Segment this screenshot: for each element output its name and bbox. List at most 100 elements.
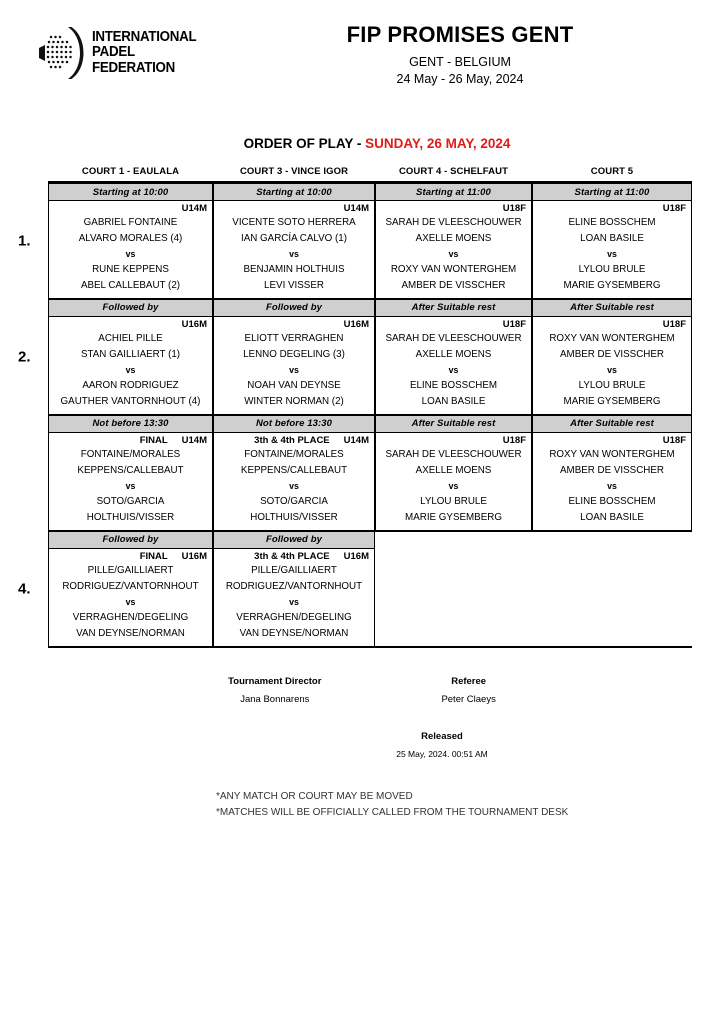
match-category: U16M bbox=[343, 550, 369, 562]
court-header-1: COURT 1 - EAULALA bbox=[81, 166, 180, 177]
team-b-player: LOAN BASILE bbox=[580, 512, 644, 524]
match-time-label: Followed by bbox=[49, 531, 212, 549]
page-header: INTERNATIONAL PADEL FEDERATION FIP PROMI… bbox=[0, 0, 724, 112]
team-a-player: VICENTE SOTO HERRERA bbox=[232, 217, 356, 228]
versus-label: vs bbox=[448, 480, 459, 491]
match-stage: 3th & 4th PLACE bbox=[254, 550, 330, 562]
match-time-label: Followed by bbox=[214, 531, 374, 549]
match-category: U14M bbox=[181, 434, 207, 446]
team-b-player: AMBER DE VISSCHER bbox=[401, 280, 506, 292]
team-b-player: ELINE BOSSCHEM bbox=[568, 496, 656, 508]
team-b-player: LYLOU BRULE bbox=[578, 264, 646, 276]
team-b-player: ABEL CALLEBAUT (2) bbox=[80, 280, 181, 292]
match-category: U14M bbox=[181, 203, 207, 214]
team-a-player: RODRIGUEZ/VANTORNHOUT bbox=[225, 580, 363, 592]
team-b-player: HOLTHUIS/VISSER bbox=[86, 512, 175, 524]
match-time-label: Starting at 11:00 bbox=[533, 184, 691, 201]
team-b-player: ELINE BOSSCHEM bbox=[409, 380, 498, 392]
match-time-label: After Suitable rest bbox=[376, 299, 531, 317]
match-category-line: U18F bbox=[533, 317, 691, 331]
versus-label: vs bbox=[125, 364, 136, 375]
team-b-player: BENJAMIN HOLTHUIS bbox=[243, 264, 345, 276]
footer-notes: *ANY MATCH OR COURT MAY BE MOVED *MATCHE… bbox=[0, 789, 724, 821]
released-label: Released bbox=[421, 731, 463, 742]
versus-label: vs bbox=[448, 364, 459, 375]
logo-line-3: FEDERATION bbox=[92, 59, 175, 76]
team-a-player: KEPPENS/CALLEBAUT bbox=[77, 464, 184, 476]
match-category: U18F bbox=[502, 434, 526, 446]
match-category-line: U18F bbox=[533, 201, 691, 215]
match-stage: FINAL bbox=[139, 434, 168, 446]
match-category: U18F bbox=[662, 434, 686, 446]
team-a-player: PILLE/GAILLIAERT bbox=[251, 564, 337, 576]
team-a-player: LOAN BASILE bbox=[580, 232, 644, 244]
team-a-player: GABRIEL FONTAINE bbox=[83, 217, 178, 228]
team-a-player: SARAH DE VLEESCHOUWER bbox=[385, 217, 522, 228]
released-block: Released 25 May, 2024. 00:51 AM bbox=[0, 731, 724, 759]
officials-row: Tournament Director Jana Bonnarens Refer… bbox=[0, 676, 724, 705]
event-location: GENT - BELGIUM bbox=[409, 55, 511, 69]
team-a-player: AXELLE MOENS bbox=[415, 464, 492, 476]
match-time-label: After Suitable rest bbox=[376, 415, 531, 433]
team-a-player: ALVARO MORALES (4) bbox=[78, 232, 183, 244]
schedule-table: COURT 1 - EAULALA COURT 3 - VINCE IGOR C… bbox=[18, 166, 692, 648]
versus-label: vs bbox=[125, 248, 136, 259]
court-header-3: COURT 4 - SCHELFAUT bbox=[398, 166, 509, 177]
team-a-player: ROXY VAN WONTERGHEM bbox=[549, 332, 675, 344]
match-category: U16M bbox=[343, 318, 369, 330]
match-cell-empty bbox=[532, 532, 692, 646]
match-category-line: U16M bbox=[214, 317, 374, 331]
match-category: U18F bbox=[662, 318, 686, 330]
team-b-player: LYLOU BRULE bbox=[578, 380, 646, 392]
team-b-player: VAN DEYNSE/NORMAN bbox=[76, 628, 185, 640]
versus-label: vs bbox=[607, 480, 617, 491]
team-a-player: AXELLE MOENS bbox=[415, 232, 492, 244]
match-category-line: U16M bbox=[49, 317, 212, 331]
match-category-line: U14M bbox=[214, 201, 374, 215]
team-a-player: STAN GAILLIAERT (1) bbox=[80, 348, 181, 360]
versus-label: vs bbox=[125, 596, 136, 607]
team-b-player: GAUTHER VANTORNHOUT (4) bbox=[60, 396, 201, 408]
tournament-director-label: Tournament Director bbox=[228, 676, 322, 687]
team-a-player: AXELLE MOENS bbox=[415, 348, 492, 360]
order-of-play-date: SUNDAY, 26 MAY, 2024 bbox=[365, 136, 511, 151]
team-b-player: VERRAGHEN/DEGELING bbox=[72, 612, 189, 624]
referee: Referee Peter Claeys bbox=[441, 676, 495, 705]
block-number: 1. bbox=[18, 232, 31, 250]
logo-line-2: PADEL bbox=[92, 44, 135, 61]
match-time-label: After Suitable rest bbox=[533, 415, 691, 433]
match-category-line: U18F bbox=[533, 433, 691, 447]
team-b-player: MARIE GYSEMBERG bbox=[563, 280, 661, 292]
match-stage: 3th & 4th PLACE bbox=[254, 434, 330, 446]
match-category: U18F bbox=[502, 203, 526, 214]
court-header-4: COURT 5 bbox=[590, 166, 634, 177]
team-a-player: SARAH DE VLEESCHOUWER bbox=[385, 332, 522, 344]
tournament-director: Tournament Director Jana Bonnarens bbox=[228, 676, 321, 705]
team-a-player: ELINE BOSSCHEM bbox=[568, 217, 656, 228]
team-a-player: ROXY VAN WONTERGHEM bbox=[549, 448, 675, 460]
team-b-player: MARIE GYSEMBERG bbox=[405, 512, 502, 524]
